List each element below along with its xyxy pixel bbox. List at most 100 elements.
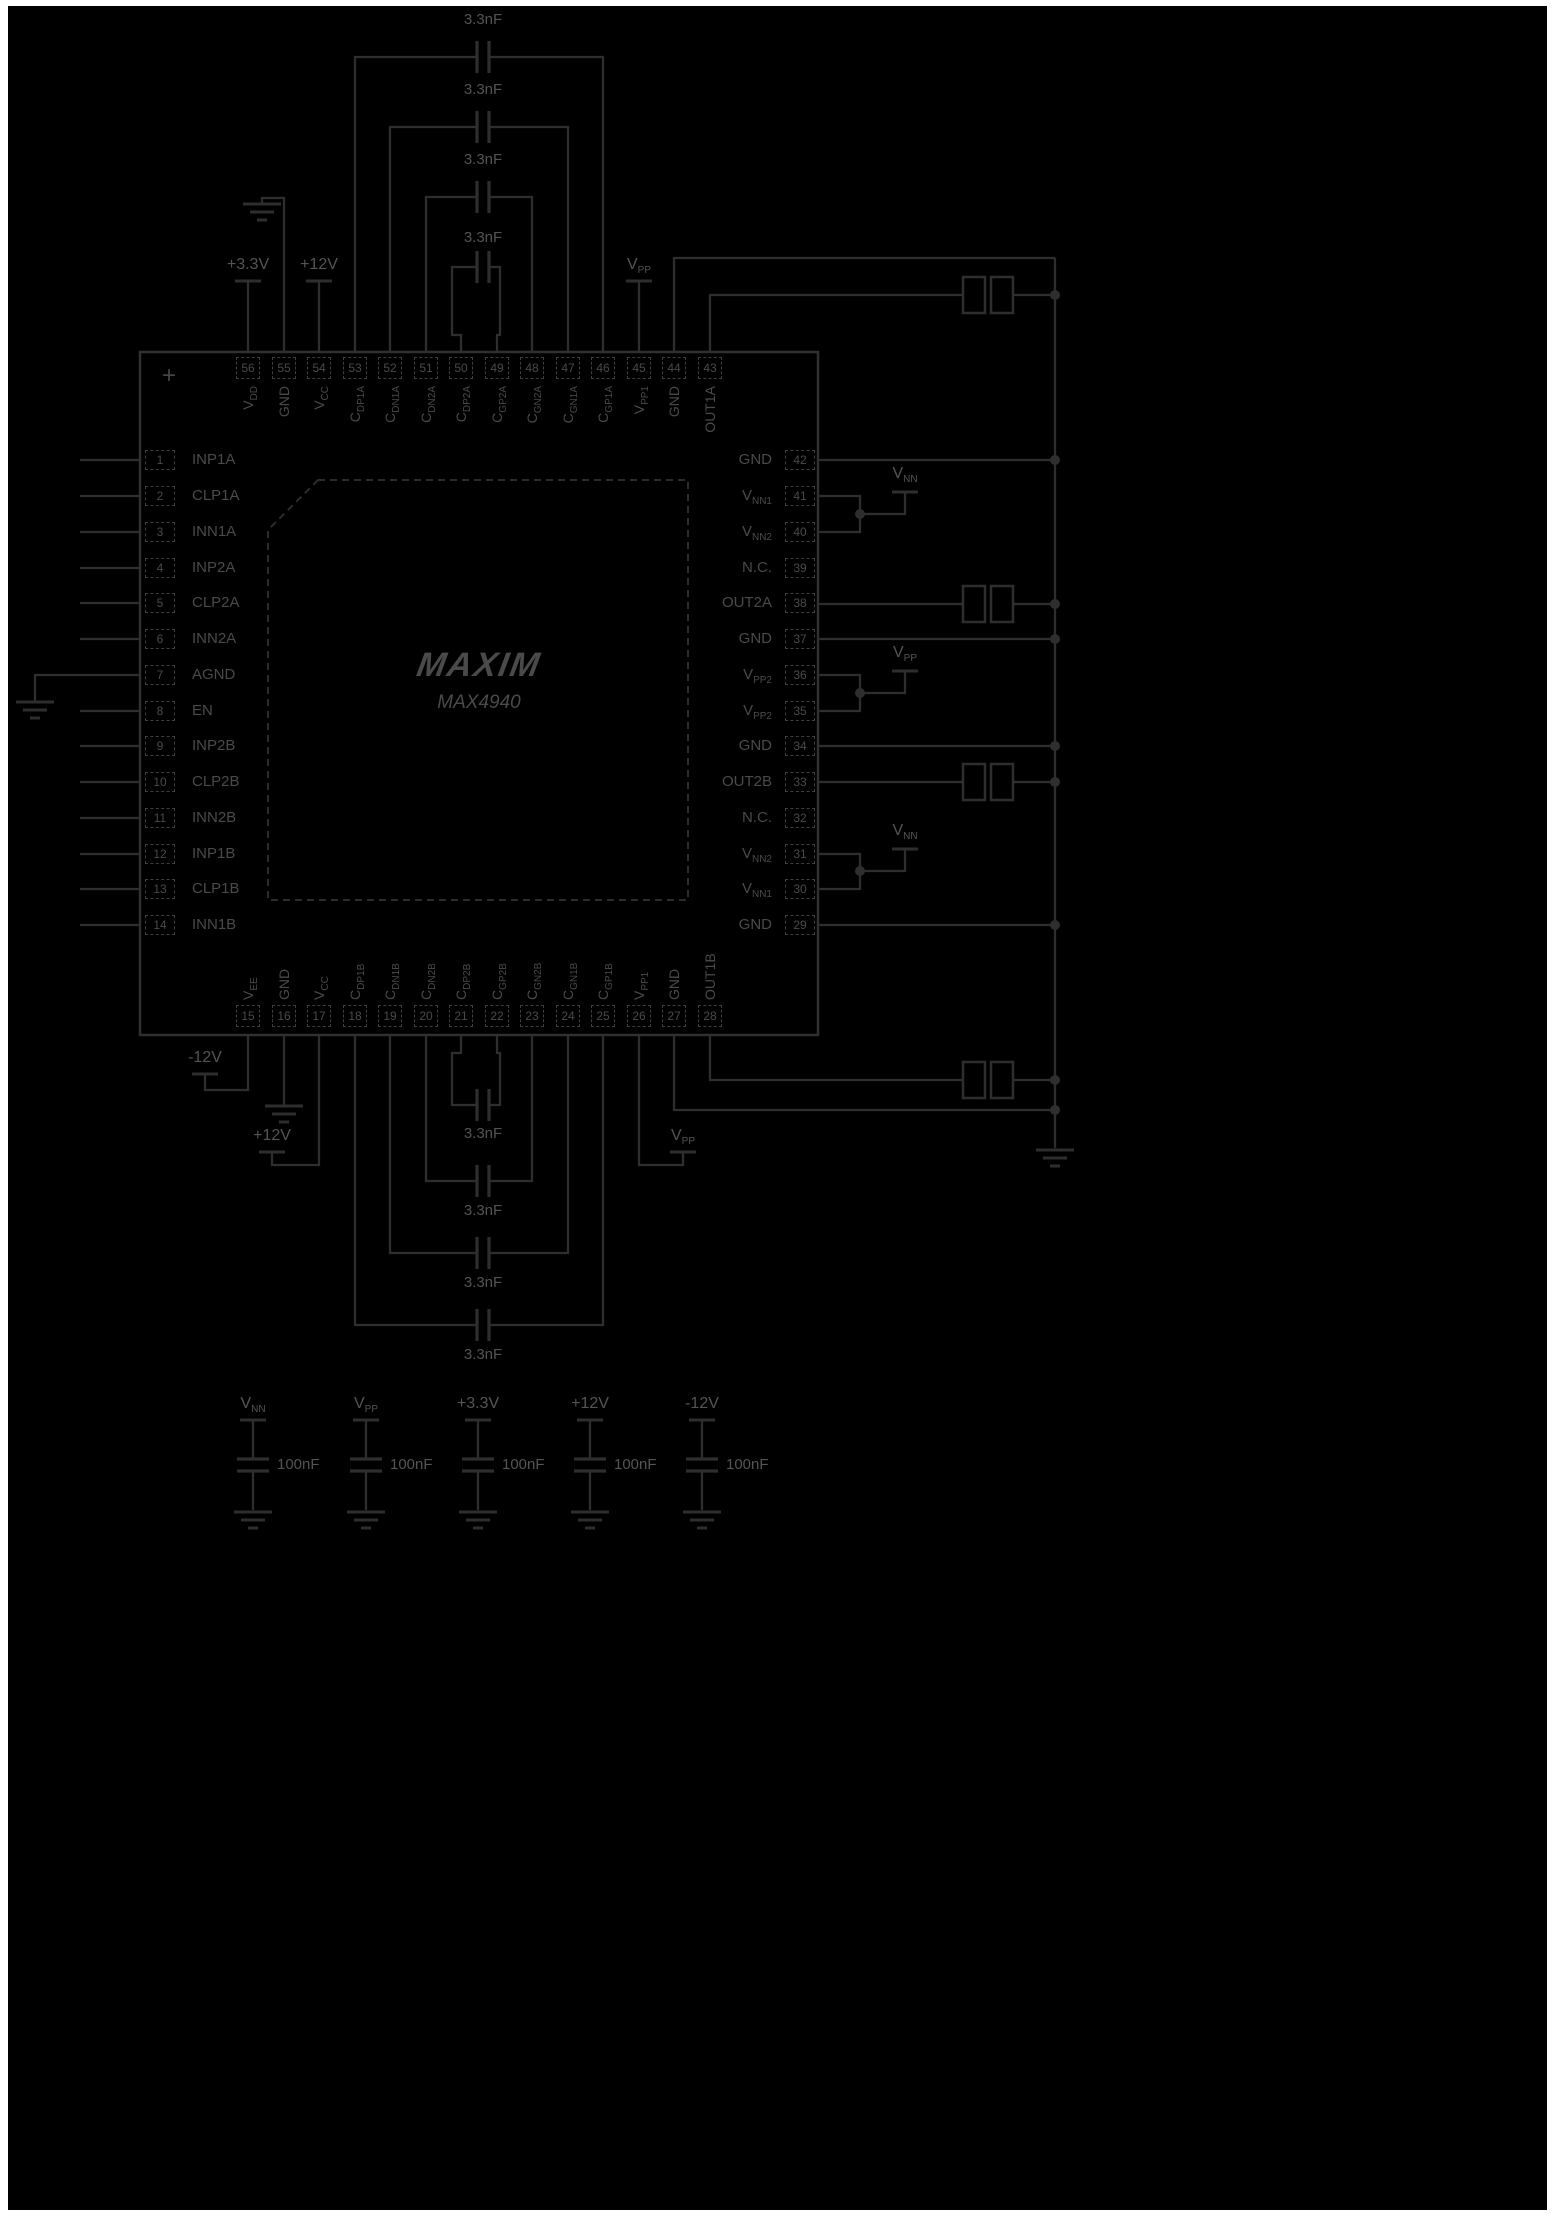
junction-dot — [1050, 777, 1060, 787]
pin-11-box: 11 — [145, 808, 175, 828]
pin-1-label: INP1A — [192, 451, 236, 468]
wire — [388, 1035, 477, 1255]
wire — [260, 196, 286, 352]
cap-value-label: 3.3nF — [463, 1125, 503, 1142]
junction-dot — [1050, 455, 1060, 465]
junction-dot — [1050, 741, 1060, 751]
wire — [353, 1035, 477, 1327]
pin-11-label: INN2B — [192, 809, 237, 826]
cap-value-label: 100nF — [726, 1456, 769, 1473]
supply-label-+12V: +12V — [253, 1127, 291, 1144]
junction-dot — [1050, 1105, 1060, 1115]
part-number: MAX4940 — [437, 692, 521, 713]
pin-52-box: 52 — [378, 357, 402, 379]
pin-54-box: 54 — [307, 357, 331, 379]
wire — [450, 1035, 477, 1107]
cap-value-label: 3.3nF — [463, 1202, 503, 1219]
rail-label-VPP: VPP — [353, 1395, 379, 1415]
exposed-pad-outline — [267, 479, 689, 901]
pin-33-label: OUT2B — [721, 773, 772, 790]
cap-value-label: 3.3nF — [463, 1346, 503, 1363]
capacitor-icon — [475, 251, 491, 283]
page-margin-top — [0, 0, 1555, 6]
ground-icon — [243, 202, 281, 222]
pin-33-box: 33 — [785, 772, 815, 792]
supply-label-+12V: +12V — [300, 256, 338, 273]
pin-3-label: INN1A — [192, 523, 237, 540]
pin-35-label: VPP2 — [743, 702, 772, 722]
pin-8-box: 8 — [145, 701, 175, 721]
ground-icon — [16, 700, 54, 720]
capacitor-icon — [475, 41, 491, 73]
pin-48-box: 48 — [520, 357, 544, 379]
pin-19-box: 19 — [378, 1005, 402, 1027]
ground-icon — [459, 1510, 497, 1530]
pin-20-box: 20 — [414, 1005, 438, 1027]
pin-30-box: 30 — [785, 879, 815, 899]
wire — [33, 673, 140, 702]
wire — [489, 125, 570, 352]
capacitor-icon — [475, 1309, 491, 1341]
junction-dot — [1050, 920, 1060, 930]
pin-8-label: EN — [192, 702, 213, 719]
pin-40-box: 40 — [785, 522, 815, 542]
cap-value-label: 3.3nF — [463, 1274, 503, 1291]
pin-55-box: 55 — [272, 357, 296, 379]
pin-13-box: 13 — [145, 879, 175, 899]
pin-12-box: 12 — [145, 844, 175, 864]
pin-13-label: CLP1B — [192, 880, 240, 897]
pin-32-box: 32 — [785, 808, 815, 828]
pin-43-box: 43 — [698, 357, 722, 379]
pin-46-box: 46 — [591, 357, 615, 379]
pin-17-box: 17 — [307, 1005, 331, 1027]
capacitor-icon — [475, 111, 491, 143]
wire — [489, 1035, 502, 1107]
pin-22-box: 22 — [485, 1005, 509, 1027]
capacitor-icon — [475, 181, 491, 213]
junction-dot — [1050, 599, 1060, 609]
pin-7-box: 7 — [145, 665, 175, 685]
pin-4-label: INP2A — [192, 559, 236, 576]
ground-icon — [683, 1510, 721, 1530]
chip-outline — [138, 350, 820, 1037]
pin-41-box: 41 — [785, 486, 815, 506]
pin-32-label: N.C. — [742, 809, 772, 826]
rail-label-+3.3V: +3.3V — [456, 1395, 500, 1412]
pin-28-box: 28 — [698, 1005, 722, 1027]
ground-icon — [265, 1104, 303, 1124]
pin-12-label: INP1B — [192, 845, 236, 862]
wire — [708, 293, 963, 352]
ground-icon — [234, 1510, 272, 1530]
rail-label-VNN: VNN — [240, 1395, 266, 1415]
pin-31-box: 31 — [785, 844, 815, 864]
wire — [489, 1035, 534, 1183]
wire — [672, 256, 1055, 352]
cap-value-label: 3.3nF — [463, 229, 503, 246]
cap-value-label: 3.3nF — [463, 11, 503, 28]
pin-21-box: 21 — [449, 1005, 473, 1027]
wire — [489, 55, 605, 352]
pin-26-box: 26 — [627, 1005, 651, 1027]
pin-50-box: 50 — [449, 357, 473, 379]
pin-16-box: 16 — [272, 1005, 296, 1027]
ground-icon — [1036, 1148, 1074, 1168]
rail-label--12V: -12V — [685, 1395, 719, 1412]
pin-10-label: CLP2B — [192, 773, 240, 790]
ground-icon — [347, 1510, 385, 1530]
pin-39-label: N.C. — [742, 559, 772, 576]
capacitor-icon — [475, 1089, 491, 1121]
cap-value-label: 100nF — [614, 1456, 657, 1473]
pin-37-box: 37 — [785, 629, 815, 649]
pin-36-box: 36 — [785, 665, 815, 685]
wire — [388, 125, 477, 352]
wire — [637, 1035, 685, 1167]
pin-27-box: 27 — [662, 1005, 686, 1027]
junction-dot — [1050, 1075, 1060, 1085]
pin-30-label: VNN1 — [741, 880, 772, 900]
wire — [489, 265, 502, 352]
page-margin-right — [1547, 0, 1555, 2236]
pin-29-label: GND — [738, 916, 772, 933]
wire — [860, 671, 907, 695]
